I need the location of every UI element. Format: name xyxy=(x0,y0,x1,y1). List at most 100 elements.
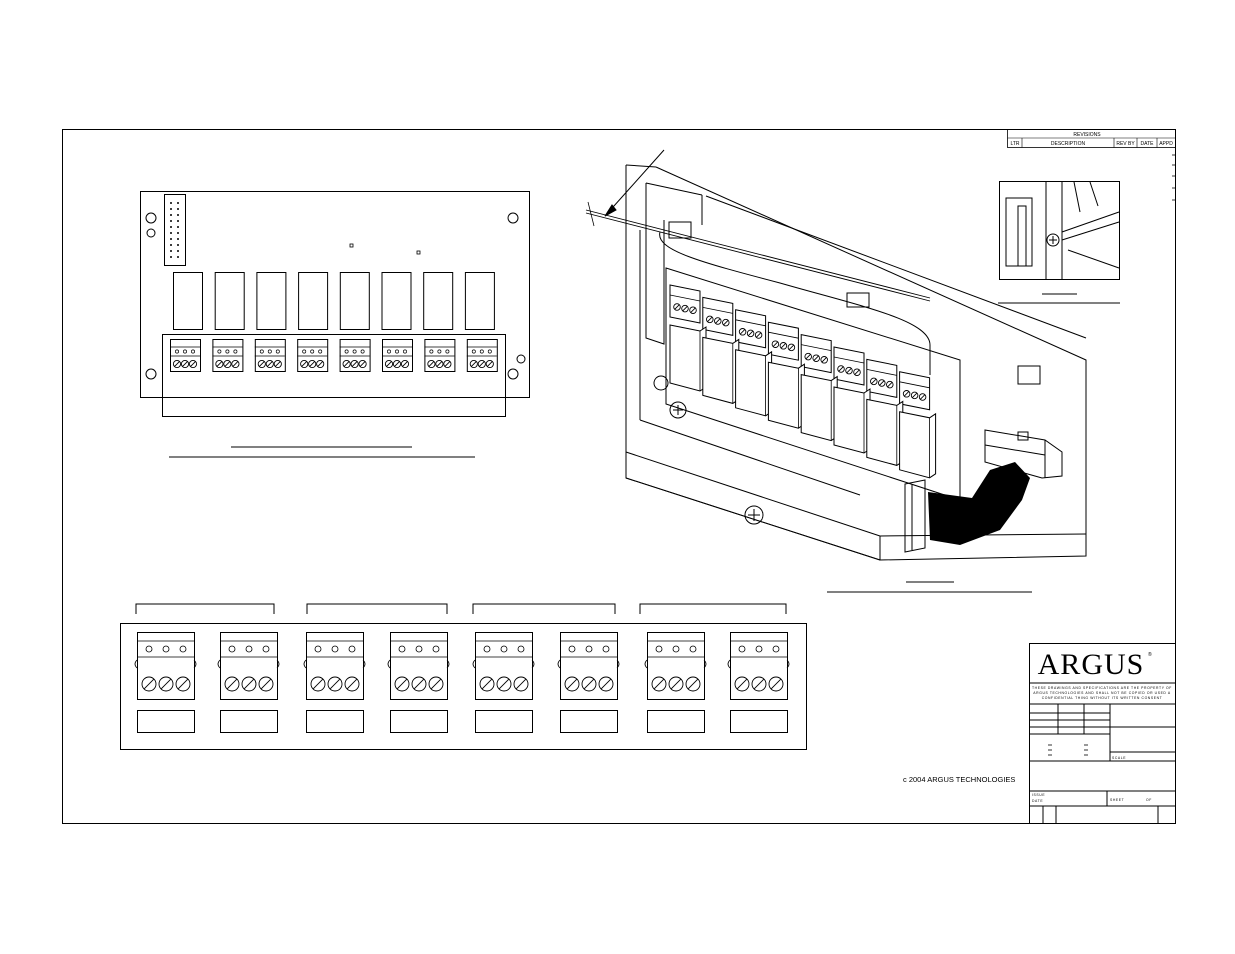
screw-icon xyxy=(443,359,452,369)
pin-hole xyxy=(331,645,339,653)
screw-icon xyxy=(669,401,687,419)
screw-icon xyxy=(744,505,764,525)
notice-line-3: CONFIDENTIAL THING WITHOUT ITS WRITTEN C… xyxy=(1042,696,1163,700)
mounting-hole xyxy=(507,368,519,380)
screw-icon xyxy=(845,366,853,375)
label-box xyxy=(220,710,278,733)
pin-hole xyxy=(672,645,680,653)
mounting-hole xyxy=(145,368,157,380)
screw-icon xyxy=(265,359,274,369)
pin-hole xyxy=(487,349,492,354)
pin-hole xyxy=(415,645,423,653)
screw-icon xyxy=(722,318,730,327)
relay xyxy=(381,272,412,330)
screw-icon xyxy=(886,380,894,389)
detail-inset xyxy=(998,181,1120,304)
pin-hole xyxy=(191,349,195,354)
pin-hole xyxy=(348,645,356,653)
screw-icon xyxy=(257,359,266,369)
screw-icon xyxy=(411,676,427,692)
label-box xyxy=(137,710,195,733)
pin-hole xyxy=(352,349,357,354)
pin-hole xyxy=(479,349,484,354)
screw-icon xyxy=(485,359,494,369)
screw-icon xyxy=(685,676,701,692)
screw-icon xyxy=(768,676,784,692)
pin-hole xyxy=(267,349,272,354)
pin-hole xyxy=(344,349,349,354)
relay xyxy=(767,361,805,429)
screw-icon xyxy=(344,676,360,692)
screw-icon xyxy=(751,676,767,692)
mounting-hole xyxy=(146,228,156,238)
screw-icon xyxy=(327,676,343,692)
screw-icon xyxy=(902,390,911,398)
notice-line-2: ARGUS TECHNOLOGIES AND SHALL NOT BE COPI… xyxy=(1033,691,1171,695)
label-box xyxy=(390,710,448,733)
pin-hole xyxy=(262,645,270,653)
relay xyxy=(899,411,937,479)
terminal-block xyxy=(833,346,865,386)
screw-icon xyxy=(598,676,614,692)
pin-hole xyxy=(162,645,170,653)
pin-hole xyxy=(310,349,315,354)
pin-hole xyxy=(398,645,406,653)
pin-hole xyxy=(689,645,697,653)
screw-icon xyxy=(350,359,359,369)
header-pin xyxy=(170,238,172,240)
screw-icon xyxy=(224,676,240,692)
relay xyxy=(464,272,495,330)
pin-hole xyxy=(175,349,179,354)
pin-hole xyxy=(395,349,399,354)
screw-icon xyxy=(469,359,478,369)
screw-icon xyxy=(392,359,402,369)
screw-icon xyxy=(172,359,182,369)
screw-icon xyxy=(738,328,747,336)
screw-icon xyxy=(231,359,240,369)
screw-icon xyxy=(342,359,351,369)
pin-hole xyxy=(318,349,323,354)
header-pin xyxy=(177,214,179,216)
label-box xyxy=(560,710,618,733)
screw-icon xyxy=(427,359,436,369)
brand-logo: ARGUS xyxy=(1038,648,1145,681)
pin-hole xyxy=(437,349,442,354)
terminal-block xyxy=(669,284,701,324)
terminal-connector xyxy=(644,632,707,733)
pin-hole xyxy=(245,645,253,653)
revisions-title: REVISIONS xyxy=(1073,132,1101,138)
screw-icon xyxy=(651,676,667,692)
header-pin xyxy=(177,250,179,252)
terminal-block xyxy=(339,339,371,372)
pin-hole xyxy=(145,645,153,653)
pin-hole xyxy=(259,349,264,354)
screw-icon xyxy=(870,377,878,386)
screw-icon xyxy=(918,393,927,401)
copyright-text: c 2004 ARGUS TECHNOLOGIES xyxy=(903,775,1015,784)
pin-hole xyxy=(429,349,434,354)
rev-col-ltr: LTR xyxy=(1010,141,1019,147)
screw-icon xyxy=(258,676,274,692)
sheet-label: SHEET xyxy=(1110,798,1124,802)
terminal-block xyxy=(424,339,456,372)
terminal-block xyxy=(170,339,201,372)
screw-icon xyxy=(477,359,486,369)
isometric-view xyxy=(585,149,1087,593)
header-pin xyxy=(177,202,179,204)
pin-hole xyxy=(483,645,491,653)
header-pin xyxy=(170,214,172,216)
screw-icon xyxy=(316,359,325,369)
terminal-block xyxy=(254,339,286,372)
group-bracket xyxy=(639,603,787,614)
of-label: OF xyxy=(1146,798,1152,802)
terminal-connector xyxy=(303,632,366,733)
header-pin xyxy=(170,226,172,228)
screw-icon xyxy=(394,676,410,692)
terminal-block xyxy=(767,321,799,361)
terminal-connector xyxy=(387,632,450,733)
pin-hole xyxy=(179,645,187,653)
pin-hole xyxy=(655,645,663,653)
group-bracket xyxy=(135,603,275,614)
screw-icon xyxy=(300,359,309,369)
